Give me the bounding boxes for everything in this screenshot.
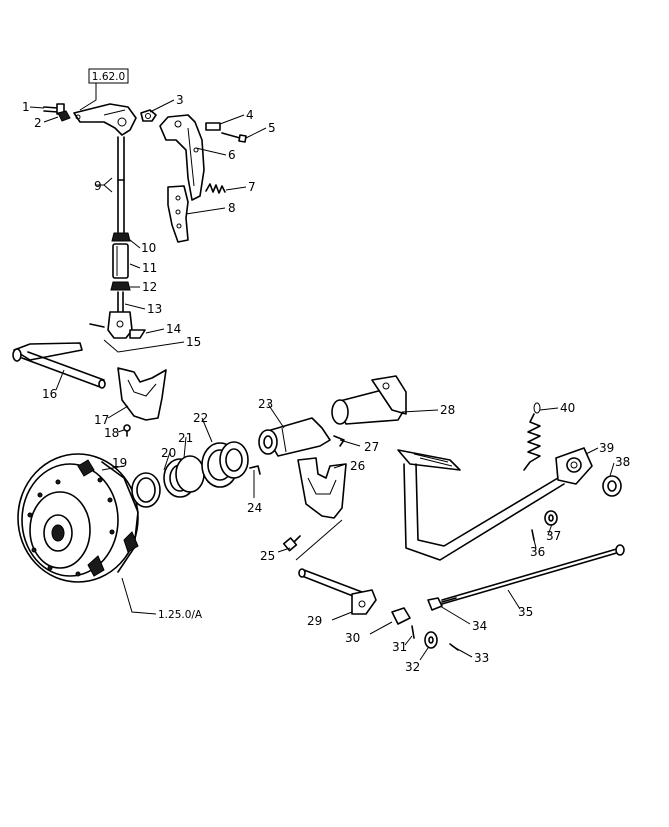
callout-34: 34 <box>472 619 487 633</box>
callout-23: 23 <box>258 397 273 411</box>
callout-39: 39 <box>599 441 614 455</box>
callout-27: 27 <box>364 440 379 454</box>
callout-10: 10 <box>141 241 156 255</box>
part-2-nut <box>57 110 71 122</box>
part-36-pin <box>531 529 535 541</box>
callout-24: 24 <box>247 501 262 515</box>
callout-3: 3 <box>176 93 184 107</box>
part-23-sleeve <box>258 417 331 457</box>
part-5-bolt <box>221 132 247 143</box>
callout-31: 31 <box>392 640 407 654</box>
callout-28: 28 <box>440 403 455 417</box>
part-17-fork <box>117 367 167 421</box>
part-26-fork <box>297 457 347 519</box>
callout-labels: 1 2 3 4 5 6 7 8 9 10 11 12 13 14 15 16 1… <box>22 93 630 674</box>
part-25-bolt <box>282 535 301 552</box>
part-30-bushing <box>391 607 411 625</box>
part-6-lever <box>159 114 205 201</box>
callout-1: 1 <box>22 100 30 114</box>
part-7-spring <box>205 183 226 194</box>
part-pedal <box>397 449 569 561</box>
part-31-pin <box>411 625 415 639</box>
part-9-rod <box>103 136 125 233</box>
callout-13: 13 <box>147 302 162 316</box>
part-3-nut <box>140 109 157 122</box>
reference-text-top: 1.62.0 <box>92 71 125 83</box>
callout-17: 17 <box>94 413 109 427</box>
part-28-tube <box>331 375 407 425</box>
part-34-nut <box>427 597 443 611</box>
part-32-washer <box>424 631 438 649</box>
callout-21: 21 <box>178 431 193 445</box>
part-21-bearing <box>163 455 205 498</box>
callout-20: 20 <box>161 446 176 460</box>
callout-18: 18 <box>104 426 119 440</box>
callout-5: 5 <box>268 121 276 135</box>
part-12-nut <box>110 281 131 291</box>
callout-38: 38 <box>615 455 630 469</box>
callout-33: 33 <box>474 651 489 665</box>
part-37-washer <box>544 510 558 526</box>
callout-37: 37 <box>546 529 561 543</box>
callout-8: 8 <box>228 201 236 215</box>
callout-30: 30 <box>345 631 360 645</box>
callout-15: 15 <box>186 335 201 349</box>
callout-12: 12 <box>142 280 157 294</box>
part-10-nut <box>111 232 131 242</box>
part-bracket-link <box>73 103 137 136</box>
callout-35: 35 <box>518 605 533 619</box>
callout-16: 16 <box>42 387 57 401</box>
part-24-clip <box>249 465 261 475</box>
part-8-pedal-arm <box>167 185 189 243</box>
callout-2: 2 <box>34 116 42 130</box>
part-18-pin <box>123 424 131 437</box>
callout-29: 29 <box>307 614 322 628</box>
part-4-bolt <box>205 122 221 131</box>
part-38-bushing <box>602 475 622 497</box>
part-16-shaft <box>12 342 106 389</box>
callout-32: 32 <box>405 660 420 674</box>
part-27-pin <box>333 435 345 447</box>
part-22-release-bearing <box>201 441 249 488</box>
reference-box-top: 1.62.0 <box>79 68 129 111</box>
callout-4: 4 <box>246 108 254 122</box>
callout-7: 7 <box>248 180 256 194</box>
callout-40: 40 <box>560 401 575 415</box>
leader-lines <box>29 99 615 661</box>
part-29-lever-shaft <box>298 568 377 615</box>
callout-11: 11 <box>142 261 157 275</box>
callout-6: 6 <box>228 148 236 162</box>
part-19-clutch-assembly <box>17 453 139 583</box>
part-39-pivot <box>555 447 593 485</box>
part-11-sleeve <box>112 243 129 279</box>
part-14-clevis <box>89 311 146 339</box>
part-20-ring <box>131 472 161 508</box>
callout-26: 26 <box>350 459 365 473</box>
callout-25: 25 <box>260 549 275 563</box>
callout-19: 19 <box>112 456 127 470</box>
part-40-spring <box>523 402 541 471</box>
callout-14: 14 <box>166 322 181 336</box>
part-35-rod <box>441 544 625 605</box>
callout-22: 22 <box>193 411 208 425</box>
callout-9: 9 <box>94 179 102 193</box>
part-13-rod <box>117 291 124 314</box>
reference-text-clutch: 1.25.0/A <box>158 609 203 621</box>
callout-36: 36 <box>530 545 545 559</box>
